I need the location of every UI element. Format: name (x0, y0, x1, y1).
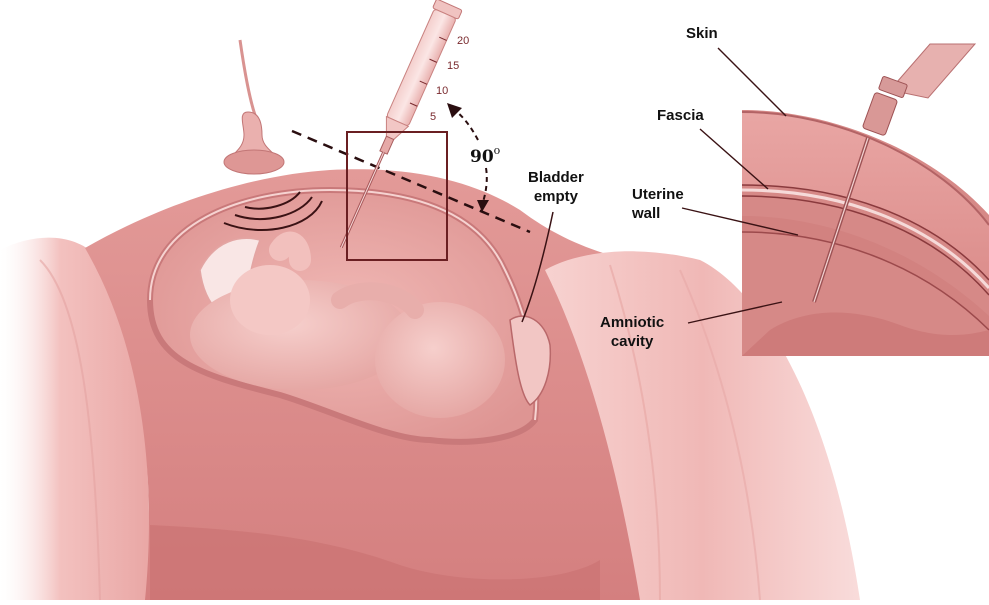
label-amniotic-line1: Amniotic (600, 314, 665, 331)
label-bladder-empty: Bladder empty (528, 168, 584, 206)
syringe-scale-20: 20 (457, 35, 469, 47)
sheet-drape (545, 251, 860, 601)
label-fascia-text: Fascia (657, 107, 704, 124)
inset-leader-lines (681, 47, 799, 324)
angle-unit: o (493, 144, 501, 157)
label-fascia: Fascia (657, 106, 704, 125)
label-skin-text: Skin (686, 25, 718, 42)
label-bladder-line1: Bladder (528, 169, 584, 186)
label-uterine-wall: Uterine wall (632, 185, 684, 223)
label-amniotic-cavity: Amniotic cavity (600, 313, 664, 351)
detail-highlight-box (346, 131, 448, 261)
angle-90-label: 90o (470, 144, 500, 167)
ultrasound-probe-icon (223, 39, 285, 175)
fetus (190, 231, 505, 418)
label-skin: Skin (686, 24, 718, 43)
syringe-scale-10: 10 (436, 85, 448, 97)
label-amniotic-line2: cavity (610, 333, 654, 350)
tangent-dashed-line (291, 129, 531, 234)
syringe-icon: 20 15 10 5 (339, 0, 469, 249)
label-bladder-line2: empty (533, 188, 579, 205)
left-leg-shape (0, 237, 150, 600)
label-uterine-line2: wall (632, 205, 661, 222)
bladder (509, 315, 552, 406)
angle-value: 90 (470, 147, 494, 167)
inset-detail-view (742, 43, 989, 356)
syringe-scale-15: 15 (447, 60, 459, 72)
sound-waves-icon (223, 191, 323, 231)
label-uterine-line1: Uterine (632, 186, 684, 203)
bladder-leader-line (521, 211, 554, 323)
syringe-scale-5: 5 (430, 111, 436, 123)
